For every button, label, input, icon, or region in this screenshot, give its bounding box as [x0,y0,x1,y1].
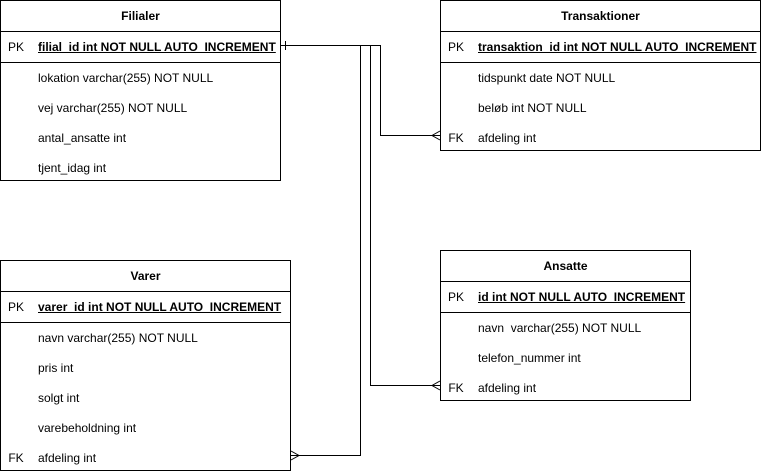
field-text: navn varchar(255) NOT NULL [38,331,198,345]
pk-row[interactable]: PK filial_id int NOT NULL AUTO_INCREMENT [1,32,280,63]
table-transaktioner[interactable]: Transaktioner PK transaktion_id int NOT … [440,0,761,151]
fk-label: FK [448,131,464,145]
field-text: pris int [38,361,74,375]
field-row[interactable]: antal_ansatte int [1,123,280,153]
pk-field: transaktion_id int NOT NULL AUTO_INCREME… [478,40,757,54]
pk-row[interactable]: PK varer_id int NOT NULL AUTO_INCREMENT [1,292,290,323]
field-row[interactable]: vej varchar(255) NOT NULL [1,93,280,123]
crowfoot-transaktioner [430,130,441,141]
table-title: Ansatte [441,251,690,282]
table-title: Varer [1,261,290,292]
pk-field: varer_id int NOT NULL AUTO_INCREMENT [38,300,282,314]
field-row[interactable]: navn varchar(255) NOT NULL [1,323,290,353]
field-text: tjent_idag int [38,161,107,175]
table-title: Transaktioner [441,1,760,32]
field-row[interactable]: solgt int [1,383,290,413]
field-text: afdeling int [478,381,537,395]
field-text: beløb int NOT NULL [478,101,587,115]
field-text: afdeling int [38,451,97,465]
field-text: solgt int [38,391,80,405]
field-row[interactable]: pris int [1,353,290,383]
pk-label: PK [7,300,24,314]
pk-label: PK [447,40,464,54]
field-row[interactable]: navn varchar(255) NOT NULL [441,313,690,343]
field-text: vej varchar(255) NOT NULL [38,101,188,115]
table-filialer[interactable]: Filialer PK filial_id int NOT NULL AUTO_… [0,0,281,181]
field-row[interactable]: FK afdeling int [441,123,760,153]
pk-row[interactable]: PK transaktion_id int NOT NULL AUTO_INCR… [441,32,760,63]
field-row[interactable]: beløb int NOT NULL [441,93,760,123]
field-text: tidspunkt date NOT NULL [478,71,616,85]
pk-field: filial_id int NOT NULL AUTO_INCREMENT [38,40,276,54]
field-row[interactable]: FK afdeling int [1,443,290,473]
pk-label: PK [7,40,24,54]
field-text: antal_ansatte int [38,131,127,145]
field-text: telefon_nummer int [478,351,581,365]
field-row[interactable]: varebeholdning int [1,413,290,443]
field-row[interactable]: tidspunkt date NOT NULL [441,63,760,93]
field-row[interactable]: lokation varchar(255) NOT NULL [1,63,280,93]
table-varer[interactable]: Varer PK varer_id int NOT NULL AUTO_INCR… [0,260,291,471]
pk-row[interactable]: PK id int NOT NULL AUTO_INCREMENT [441,282,690,313]
relation-filialer-varer [281,45,361,456]
field-row[interactable]: tjent_idag int [1,153,280,183]
pk-label: PK [447,290,464,304]
crowfoot-varer [290,450,301,461]
field-text: navn varchar(255) NOT NULL [478,321,642,335]
pk-field: id int NOT NULL AUTO_INCREMENT [478,290,686,304]
field-row[interactable]: FK afdeling int [441,373,690,403]
field-text: lokation varchar(255) NOT NULL [38,71,214,85]
field-text: afdeling int [478,131,537,145]
fk-label: FK [8,451,24,465]
crowfoot-ansatte [430,380,441,391]
table-title: Filialer [1,1,280,32]
field-text: varebeholdning int [38,421,137,435]
fk-label: FK [448,381,464,395]
field-row[interactable]: telefon_nummer int [441,343,690,373]
table-ansatte[interactable]: Ansatte PK id int NOT NULL AUTO_INCREMEN… [440,250,691,401]
